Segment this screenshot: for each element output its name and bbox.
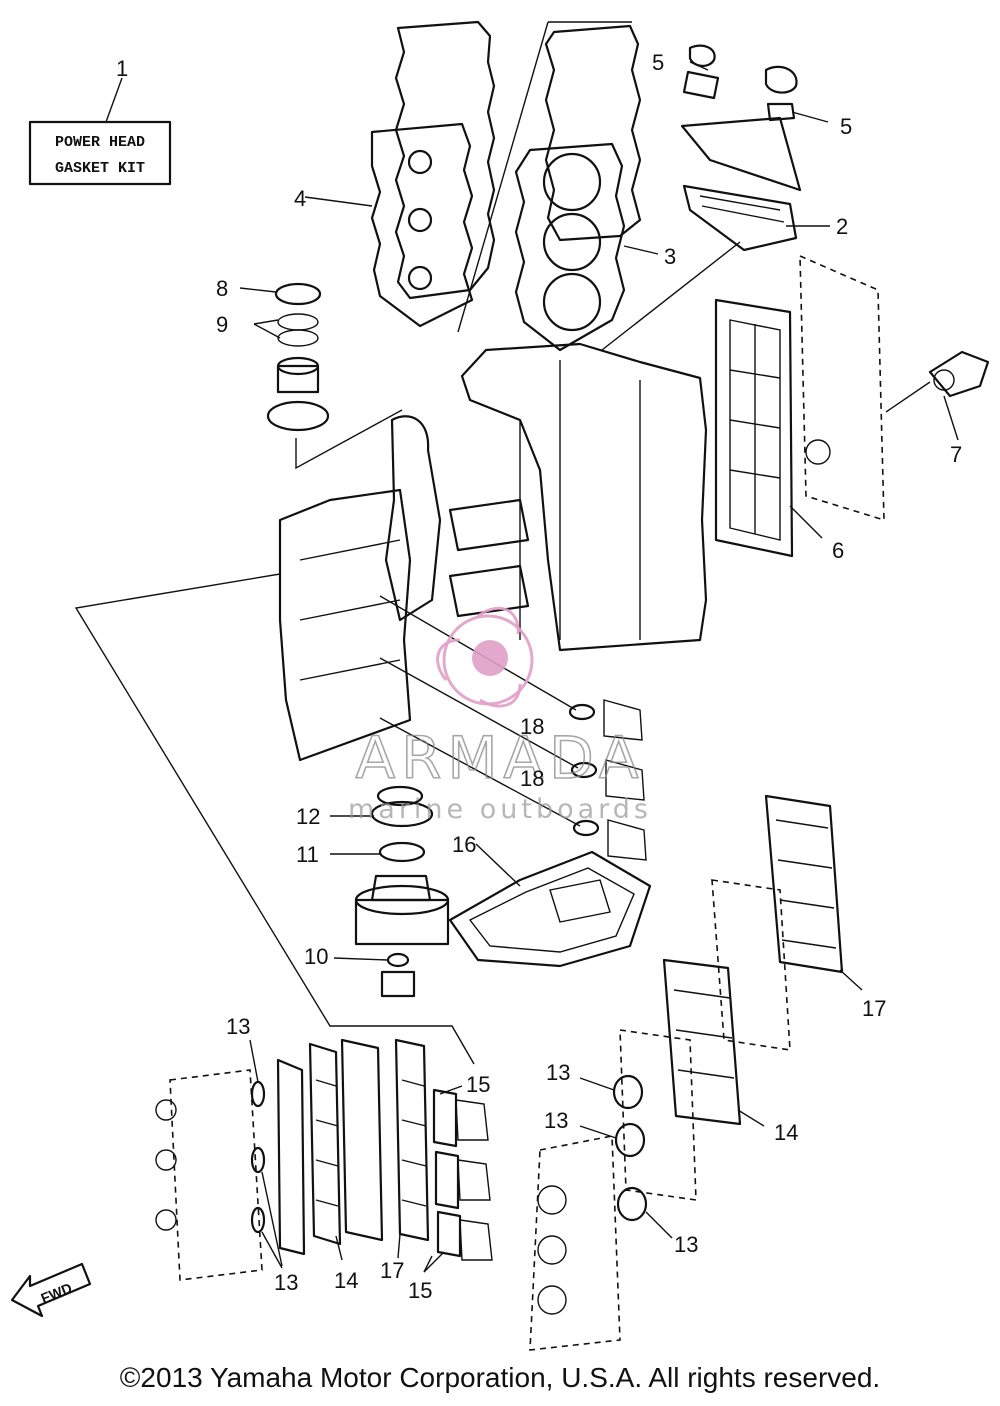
outline-bracket-left [74,573,475,1065]
callout-14b: 14 [774,1120,798,1145]
callout-13c: 13 [546,1060,570,1085]
outline-bracket-top [295,409,403,470]
callout-18a: 18 [520,714,544,739]
kit-label-box: POWER HEAD GASKET KIT [28,77,172,186]
callout-9: 9 [216,312,228,337]
callout-numbers: 1 2 3 4 5 5 6 7 8 9 10 11 12 13 13 13 13… [116,50,962,1303]
callout-1: 1 [116,56,128,81]
callout-8: 8 [216,276,228,301]
callout-6: 6 [832,538,844,563]
boost-gaskets [379,595,647,861]
forward-arrow: FWD [10,1262,92,1318]
intake-manifold-right [619,794,863,1201]
crankcase-block [278,342,708,762]
callout-5a: 5 [652,50,664,75]
callout-11: 11 [296,842,319,867]
copyright-notice: ©2013 Yamaha Motor Corporation, U.S.A. A… [119,1362,881,1393]
base-gasket [448,843,652,968]
intake-assembly-left [155,1038,493,1281]
callout-17b: 17 [380,1258,404,1283]
callout-13d: 13 [544,1108,568,1133]
cylinder-head-cover [304,20,496,328]
callout-13e: 13 [674,1232,698,1257]
lower-seal-stack [330,785,450,998]
callout-18b: 18 [520,766,544,791]
callout-10: 10 [304,944,328,969]
kit-label-line2: GASKET KIT [55,160,145,177]
callout-13a: 13 [226,1014,250,1039]
callout-15a: 15 [466,1072,490,1097]
cylinder-head-gasket [457,21,659,352]
exhaust-cover-set [680,44,830,252]
callout-15b: 15 [408,1278,432,1303]
callout-5b: 5 [840,114,852,139]
callout-14a: 14 [334,1268,358,1293]
leader-block-to-head [601,241,741,351]
callout-13b: 13 [274,1270,298,1295]
upper-seal-stack [239,282,330,432]
callout-2: 2 [836,214,848,239]
callout-7: 7 [950,442,962,467]
carburetor-block-right [529,1074,673,1351]
exhaust-inner-cover [714,298,823,558]
forward-label: FWD [39,1280,75,1307]
callout-12: 12 [296,804,320,829]
watermark-title: ARMADA [355,724,644,792]
kit-label-line1: POWER HEAD [55,134,145,151]
callout-4: 4 [294,186,306,211]
callout-3: 3 [664,244,676,269]
watermark: ARMADA marine outboards [348,606,652,825]
callout-17a: 17 [862,996,886,1021]
watermark-subtitle: marine outboards [348,794,652,825]
exhaust-outer-cover [799,254,885,522]
callout-16: 16 [452,832,476,857]
anode-assembly [885,350,990,441]
